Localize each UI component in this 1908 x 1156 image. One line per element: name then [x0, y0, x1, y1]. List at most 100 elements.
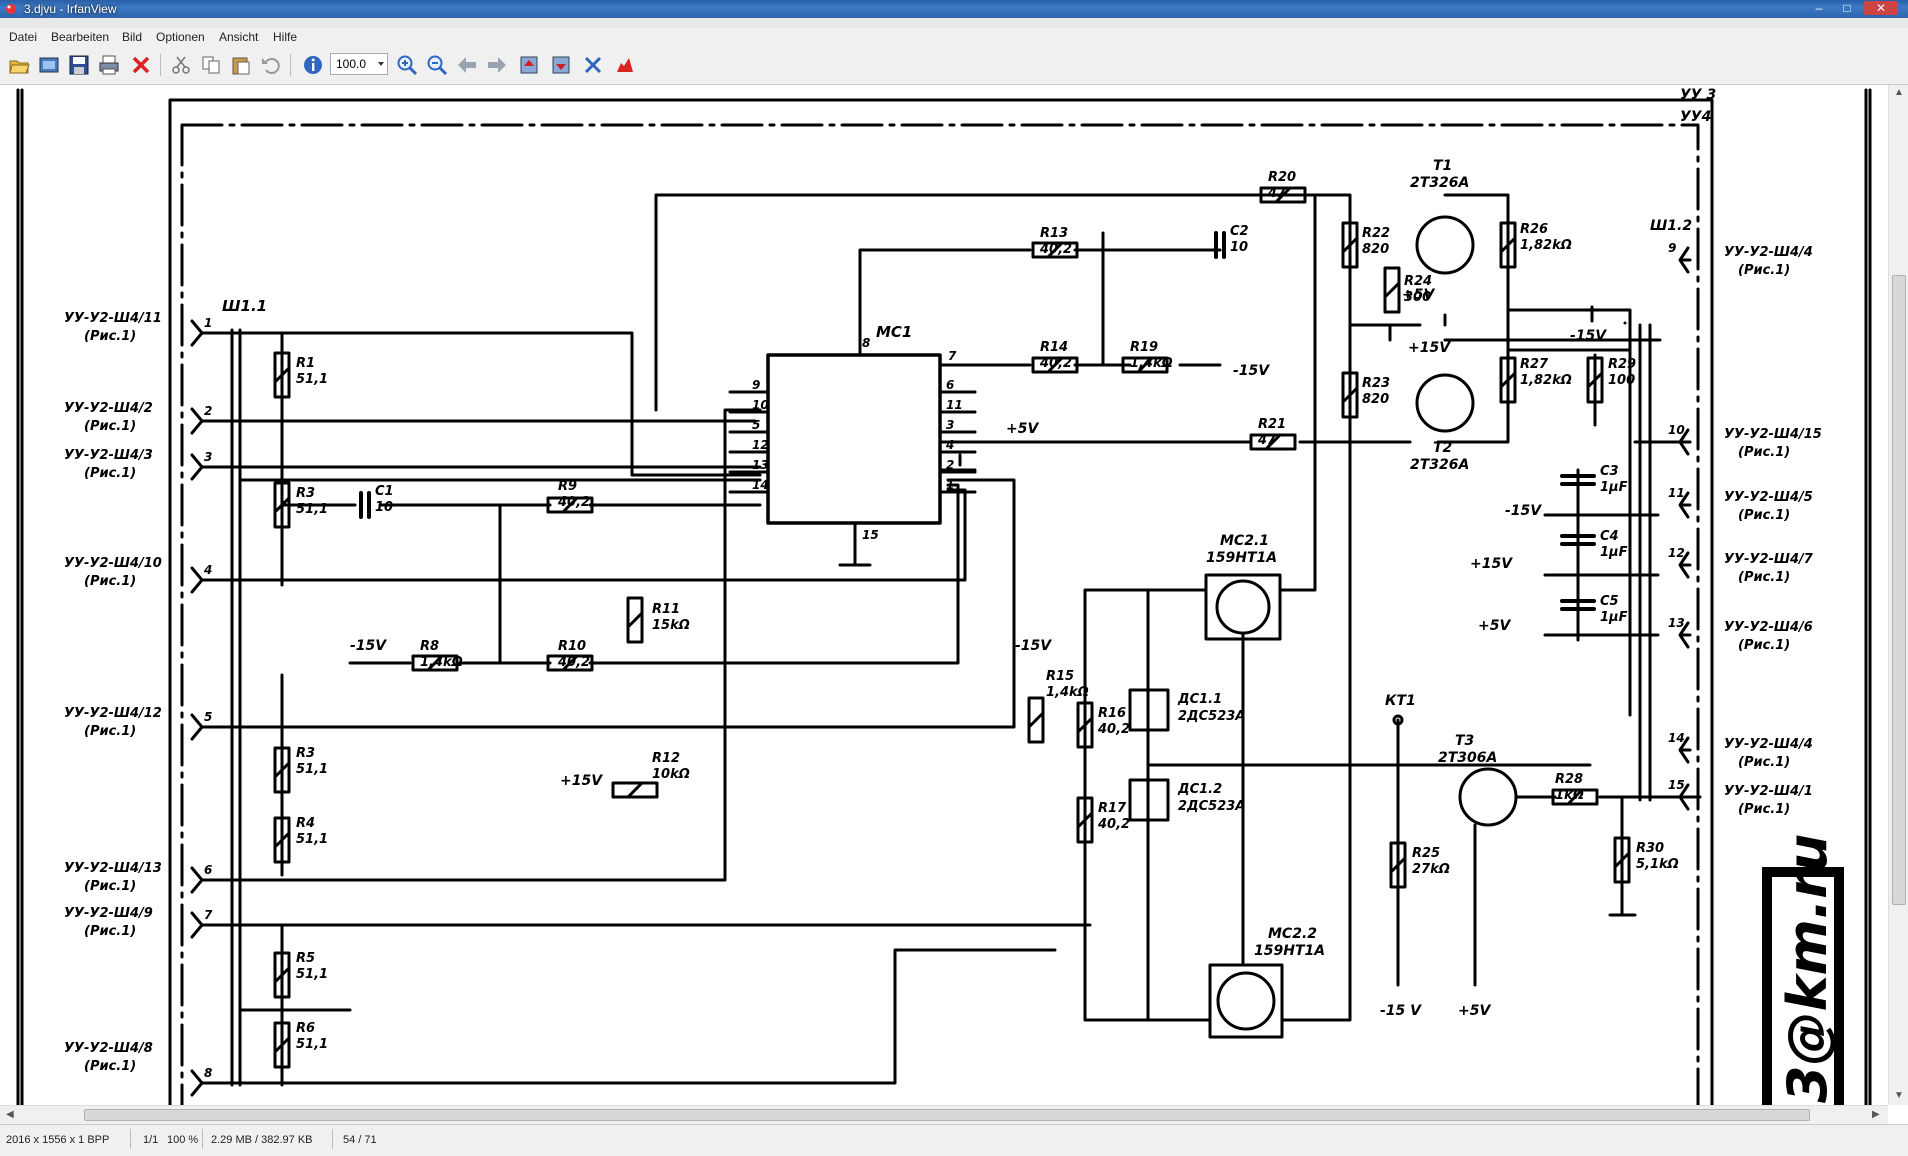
cut-icon[interactable]	[170, 54, 192, 76]
resistor-ref: R9	[558, 479, 577, 494]
right-port-ref: (Рис.1)	[1738, 638, 1790, 653]
test-point-kt1	[1392, 714, 1404, 726]
previous-image-icon[interactable]	[456, 54, 478, 76]
ic-pin-left-number: 10	[752, 398, 769, 412]
capacitor-value: 10	[1230, 240, 1248, 255]
left-port-ref: (Рис.1)	[84, 879, 136, 894]
zoom-select[interactable]: 100.0	[330, 53, 388, 75]
diode-dc1-2	[1128, 778, 1170, 822]
scroll-right-icon[interactable]: ▶	[1872, 1109, 1880, 1120]
save-icon[interactable]	[68, 54, 90, 76]
block-label-uu4: УУ4	[1680, 109, 1711, 125]
menu-bearbeiten[interactable]: Bearbeiten	[51, 30, 110, 44]
left-port-ref: (Рис.1)	[84, 924, 136, 939]
resistor-ref: R19	[1130, 340, 1158, 355]
next-image-icon[interactable]	[486, 54, 508, 76]
status-page: 1/1	[143, 1134, 159, 1146]
resistor-ref: R16	[1098, 706, 1126, 721]
previous-page-icon[interactable]	[518, 54, 540, 76]
undo-icon[interactable]	[260, 54, 282, 76]
zoom-out-icon[interactable]	[426, 54, 448, 76]
resistor-value: 1,82kΩ	[1520, 238, 1572, 253]
minimize-button[interactable]: –	[1815, 1, 1823, 15]
left-port-4: 4УУ-У2-Ш4/10(Рис.1)	[64, 556, 242, 594]
menu-bild[interactable]: Bild	[122, 30, 143, 44]
status-zoom: 100 %	[167, 1134, 199, 1146]
resistor-ref: R23	[1362, 376, 1390, 391]
right-pin-number: 15	[1668, 778, 1685, 792]
print-icon[interactable]	[98, 54, 120, 76]
menu-datei[interactable]: Datei	[9, 30, 38, 44]
ic-pin-number: 7	[948, 349, 957, 363]
watermark-text: 3@km.ru	[1776, 834, 1839, 1103]
resistor-ref: R14	[1040, 340, 1068, 355]
slideshow-icon[interactable]	[38, 54, 60, 76]
menu-optionen[interactable]: Optionen	[156, 30, 205, 44]
title-bar: 3.djvu - IrfanView – □ ✕	[0, 0, 1908, 18]
right-port-ref: (Рис.1)	[1738, 755, 1790, 770]
zoom-in-icon[interactable]	[396, 54, 418, 76]
resistor-ref: R11	[652, 602, 680, 617]
delete-icon[interactable]	[130, 54, 152, 76]
supply-label: +5V	[1478, 618, 1511, 634]
left-port-ref: (Рис.1)	[84, 574, 136, 589]
maximize-button[interactable]: □	[1843, 1, 1851, 15]
left-pin-number: 1	[204, 316, 212, 330]
right-pin-number: 13	[1668, 616, 1685, 630]
svg-text:-15V: -15V	[1570, 328, 1607, 344]
left-pin-number: 4	[203, 563, 212, 577]
scroll-down-icon[interactable]: ▼	[1894, 1090, 1904, 1101]
vertical-scroll-thumb[interactable]	[1892, 275, 1906, 905]
status-page-count: 54 / 71	[343, 1134, 377, 1146]
copy-icon[interactable]	[200, 54, 222, 76]
open-folder-icon[interactable]	[8, 54, 30, 76]
left-port-label: УУ-У2-Ш4/2	[64, 401, 153, 416]
left-pin-number: 8	[204, 1066, 212, 1080]
scroll-left-icon[interactable]: ◀	[6, 1109, 14, 1120]
irfanview-cat-icon[interactable]	[614, 54, 636, 76]
ic-mc2-2-transistor	[1216, 971, 1276, 1031]
horizontal-scroll-thumb[interactable]	[84, 1109, 1810, 1121]
left-port-ref: (Рис.1)	[84, 1059, 136, 1074]
paste-icon[interactable]	[230, 54, 252, 76]
resistor-ref: R6	[296, 1021, 315, 1036]
close-window-button[interactable]: ✕	[1864, 1, 1898, 15]
settings-tools-icon[interactable]	[582, 54, 604, 76]
supply-label: -15V	[1505, 503, 1542, 519]
supply-label: -15V	[1570, 328, 1607, 344]
resistor-value: 5,1kΩ	[1636, 857, 1679, 872]
status-image-info: 2016 x 1556 x 1 BPP	[6, 1134, 110, 1146]
capacitor-value: 1μF	[1600, 610, 1628, 625]
svg-text:+5V: +5V	[1402, 287, 1435, 303]
next-page-icon[interactable]	[550, 54, 572, 76]
vertical-scrollbar[interactable]: ▲ ▼	[1888, 85, 1908, 1105]
menu-hilfe[interactable]: Hilfe	[273, 30, 298, 44]
menu-ansicht[interactable]: Ansicht	[219, 30, 259, 44]
right-port-label: УУ-У2-Ш4/15	[1724, 427, 1822, 442]
right-port-ref: (Рис.1)	[1738, 263, 1790, 278]
scroll-up-icon[interactable]: ▲	[1894, 87, 1904, 98]
t3-label: T3	[1455, 733, 1474, 749]
right-pin-number: 11	[1668, 486, 1685, 500]
info-icon[interactable]	[302, 54, 324, 76]
horizontal-scrollbar[interactable]: ◀ ▶	[0, 1105, 1888, 1124]
left-port-connectors: 1УУ-У2-Ш4/11(Рис.1)2УУ-У2-Ш4/2(Рис.1)3УУ…	[64, 311, 242, 1097]
supply-label: -15V	[1233, 363, 1270, 379]
resistor-value: 47	[1257, 433, 1277, 448]
resistor-value: 51,1	[296, 967, 328, 982]
right-port-label: УУ-У2-Ш4/5	[1724, 490, 1813, 505]
resistor-value: 51,1	[296, 832, 328, 847]
dc1-2-label: ДС1.2	[1177, 782, 1222, 797]
diode-dc1-1	[1128, 688, 1170, 732]
left-port-3: 3УУ-У2-Ш4/3(Рис.1)	[64, 448, 242, 481]
right-port-ref: (Рис.1)	[1738, 570, 1790, 585]
svg-text:-15V: -15V	[1015, 638, 1052, 654]
